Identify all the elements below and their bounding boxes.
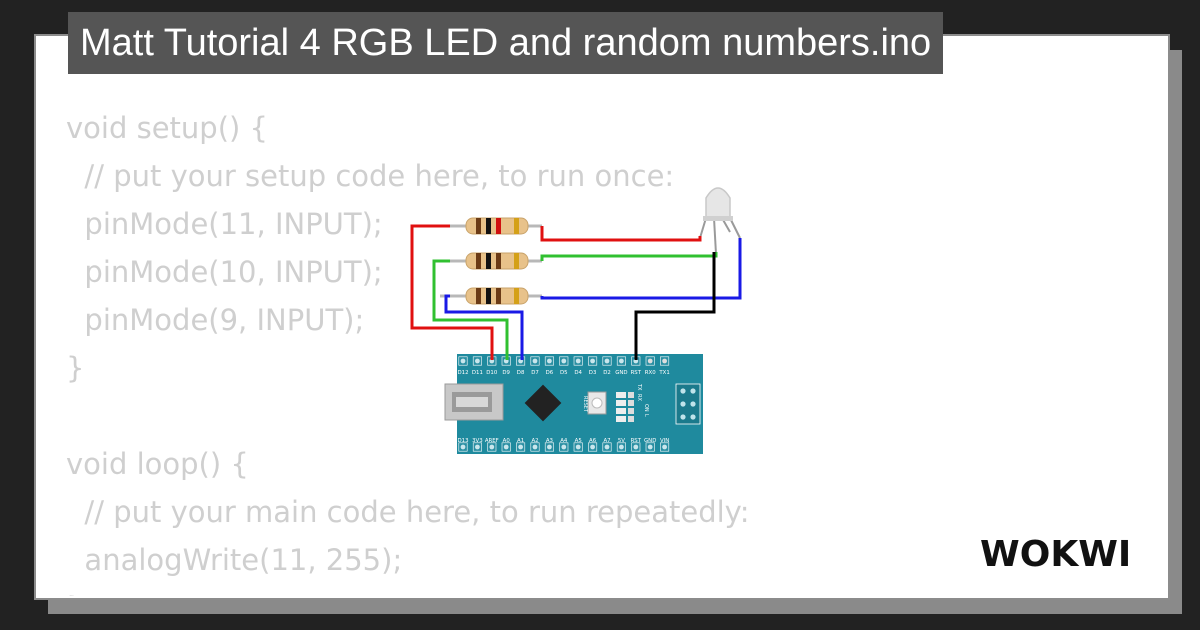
pin-label: D9 <box>502 370 510 376</box>
code-line: // put your setup code here, to run once… <box>66 159 675 193</box>
pin-label: TX1 <box>658 370 669 376</box>
pin-hole <box>575 358 581 364</box>
pin-label: D6 <box>546 370 554 376</box>
pin-hole <box>518 444 523 450</box>
pin-hole <box>460 444 466 450</box>
bottom-pin-header <box>458 442 670 452</box>
pin-hole <box>662 444 667 450</box>
pin-hole <box>647 358 653 364</box>
code-line: pinMode(9, INPUT); <box>66 303 365 337</box>
pin-label: D5 <box>560 370 568 376</box>
pin-hole <box>647 444 653 450</box>
pin-hole <box>590 358 595 364</box>
pin-hole <box>561 358 567 364</box>
wire-green[interactable] <box>432 252 718 360</box>
led-label-l: L <box>643 414 649 417</box>
code-line: pinMode(11, INPUT); <box>66 207 383 241</box>
pin-label: 3V3 <box>472 438 483 444</box>
pin-hole <box>662 358 667 364</box>
pin-hole <box>590 444 595 450</box>
wire-red[interactable] <box>410 224 702 360</box>
pin-label: AREF <box>485 438 499 444</box>
pin-label: A7 <box>603 438 610 444</box>
pin-label: GND <box>615 370 627 376</box>
pin-hole <box>604 444 610 450</box>
wire-black[interactable] <box>634 252 716 360</box>
pin-label: RX0 <box>645 370 656 376</box>
led-label-on: ON <box>643 404 649 412</box>
pin-hole <box>575 444 581 450</box>
pin-hole <box>475 358 480 364</box>
code-line: pinMode(10, INPUT); <box>66 255 383 289</box>
code-viewport: void setup() { // put your setup code he… <box>34 34 1166 596</box>
pin-hole <box>532 358 538 364</box>
preview-card <box>34 34 1170 600</box>
pin-label: D13 <box>457 438 468 444</box>
pin-label: D8 <box>517 370 525 376</box>
resistor-blue-channel[interactable] <box>440 287 542 305</box>
code-line: void setup() { <box>66 111 268 145</box>
resistor-green-channel[interactable] <box>440 252 542 270</box>
pin-hole <box>532 444 538 450</box>
resistor-red-channel[interactable] <box>440 217 542 235</box>
code-line: analogWrite(11, 255); <box>66 543 403 577</box>
pin-hole <box>619 444 624 450</box>
pin-label: D3 <box>589 370 597 376</box>
usb-connector <box>444 383 504 421</box>
pin-label: 5V <box>618 438 625 444</box>
pin-label: A6 <box>589 438 597 444</box>
wire-blue[interactable] <box>444 238 742 360</box>
led-label-rx: RX <box>636 394 642 401</box>
code-line: void loop() { <box>66 447 249 481</box>
pin-label: D10 <box>486 370 498 376</box>
pin-label: RST <box>631 438 642 444</box>
wokwi-logo-text: WOKWI <box>980 534 1131 575</box>
pin-label: RST <box>631 370 642 376</box>
project-title: Matt Tutorial 4 RGB LED and random numbe… <box>68 12 944 74</box>
pin-label: A3 <box>546 438 553 444</box>
pin-hole <box>460 358 466 364</box>
code-line: } <box>66 584 750 596</box>
pin-hole <box>604 358 610 364</box>
pin-hole <box>619 358 624 364</box>
pin-label: D4 <box>574 370 582 376</box>
pin-label: A4 <box>560 438 568 444</box>
pin-hole <box>547 358 552 364</box>
pin-label: D2 <box>603 370 611 376</box>
pin-label: VIN <box>660 438 669 444</box>
pin-label: D11 <box>472 370 483 376</box>
led-label-tx: TX <box>636 383 642 391</box>
pin-label: A1 <box>517 438 524 444</box>
reset-button[interactable] <box>587 391 607 415</box>
pin-label: A2 <box>531 438 538 444</box>
pin-hole <box>633 444 639 450</box>
pin-hole <box>489 444 495 450</box>
pin-label: D12 <box>457 370 468 376</box>
icsp-header <box>675 383 701 425</box>
pin-hole <box>561 444 567 450</box>
reset-label: RESET <box>582 396 588 413</box>
pin-hole <box>503 444 509 450</box>
code-line: } <box>66 351 85 385</box>
pin-hole <box>547 444 552 450</box>
code-line: // put your main code here, to run repea… <box>66 495 750 529</box>
pin-label: A0 <box>503 438 511 444</box>
pin-label: GND <box>644 438 656 444</box>
code-block: void setup() { // put your setup code he… <box>66 104 750 596</box>
pin-label: A5 <box>575 438 582 444</box>
rgb-led[interactable] <box>699 187 741 255</box>
top-pin-header <box>458 356 670 366</box>
microcontroller-chip <box>524 384 562 422</box>
status-leds <box>616 392 634 422</box>
wokwi-logo: WOKWI <box>980 534 1131 575</box>
pin-hole <box>475 444 480 450</box>
pin-label: D7 <box>531 370 539 376</box>
